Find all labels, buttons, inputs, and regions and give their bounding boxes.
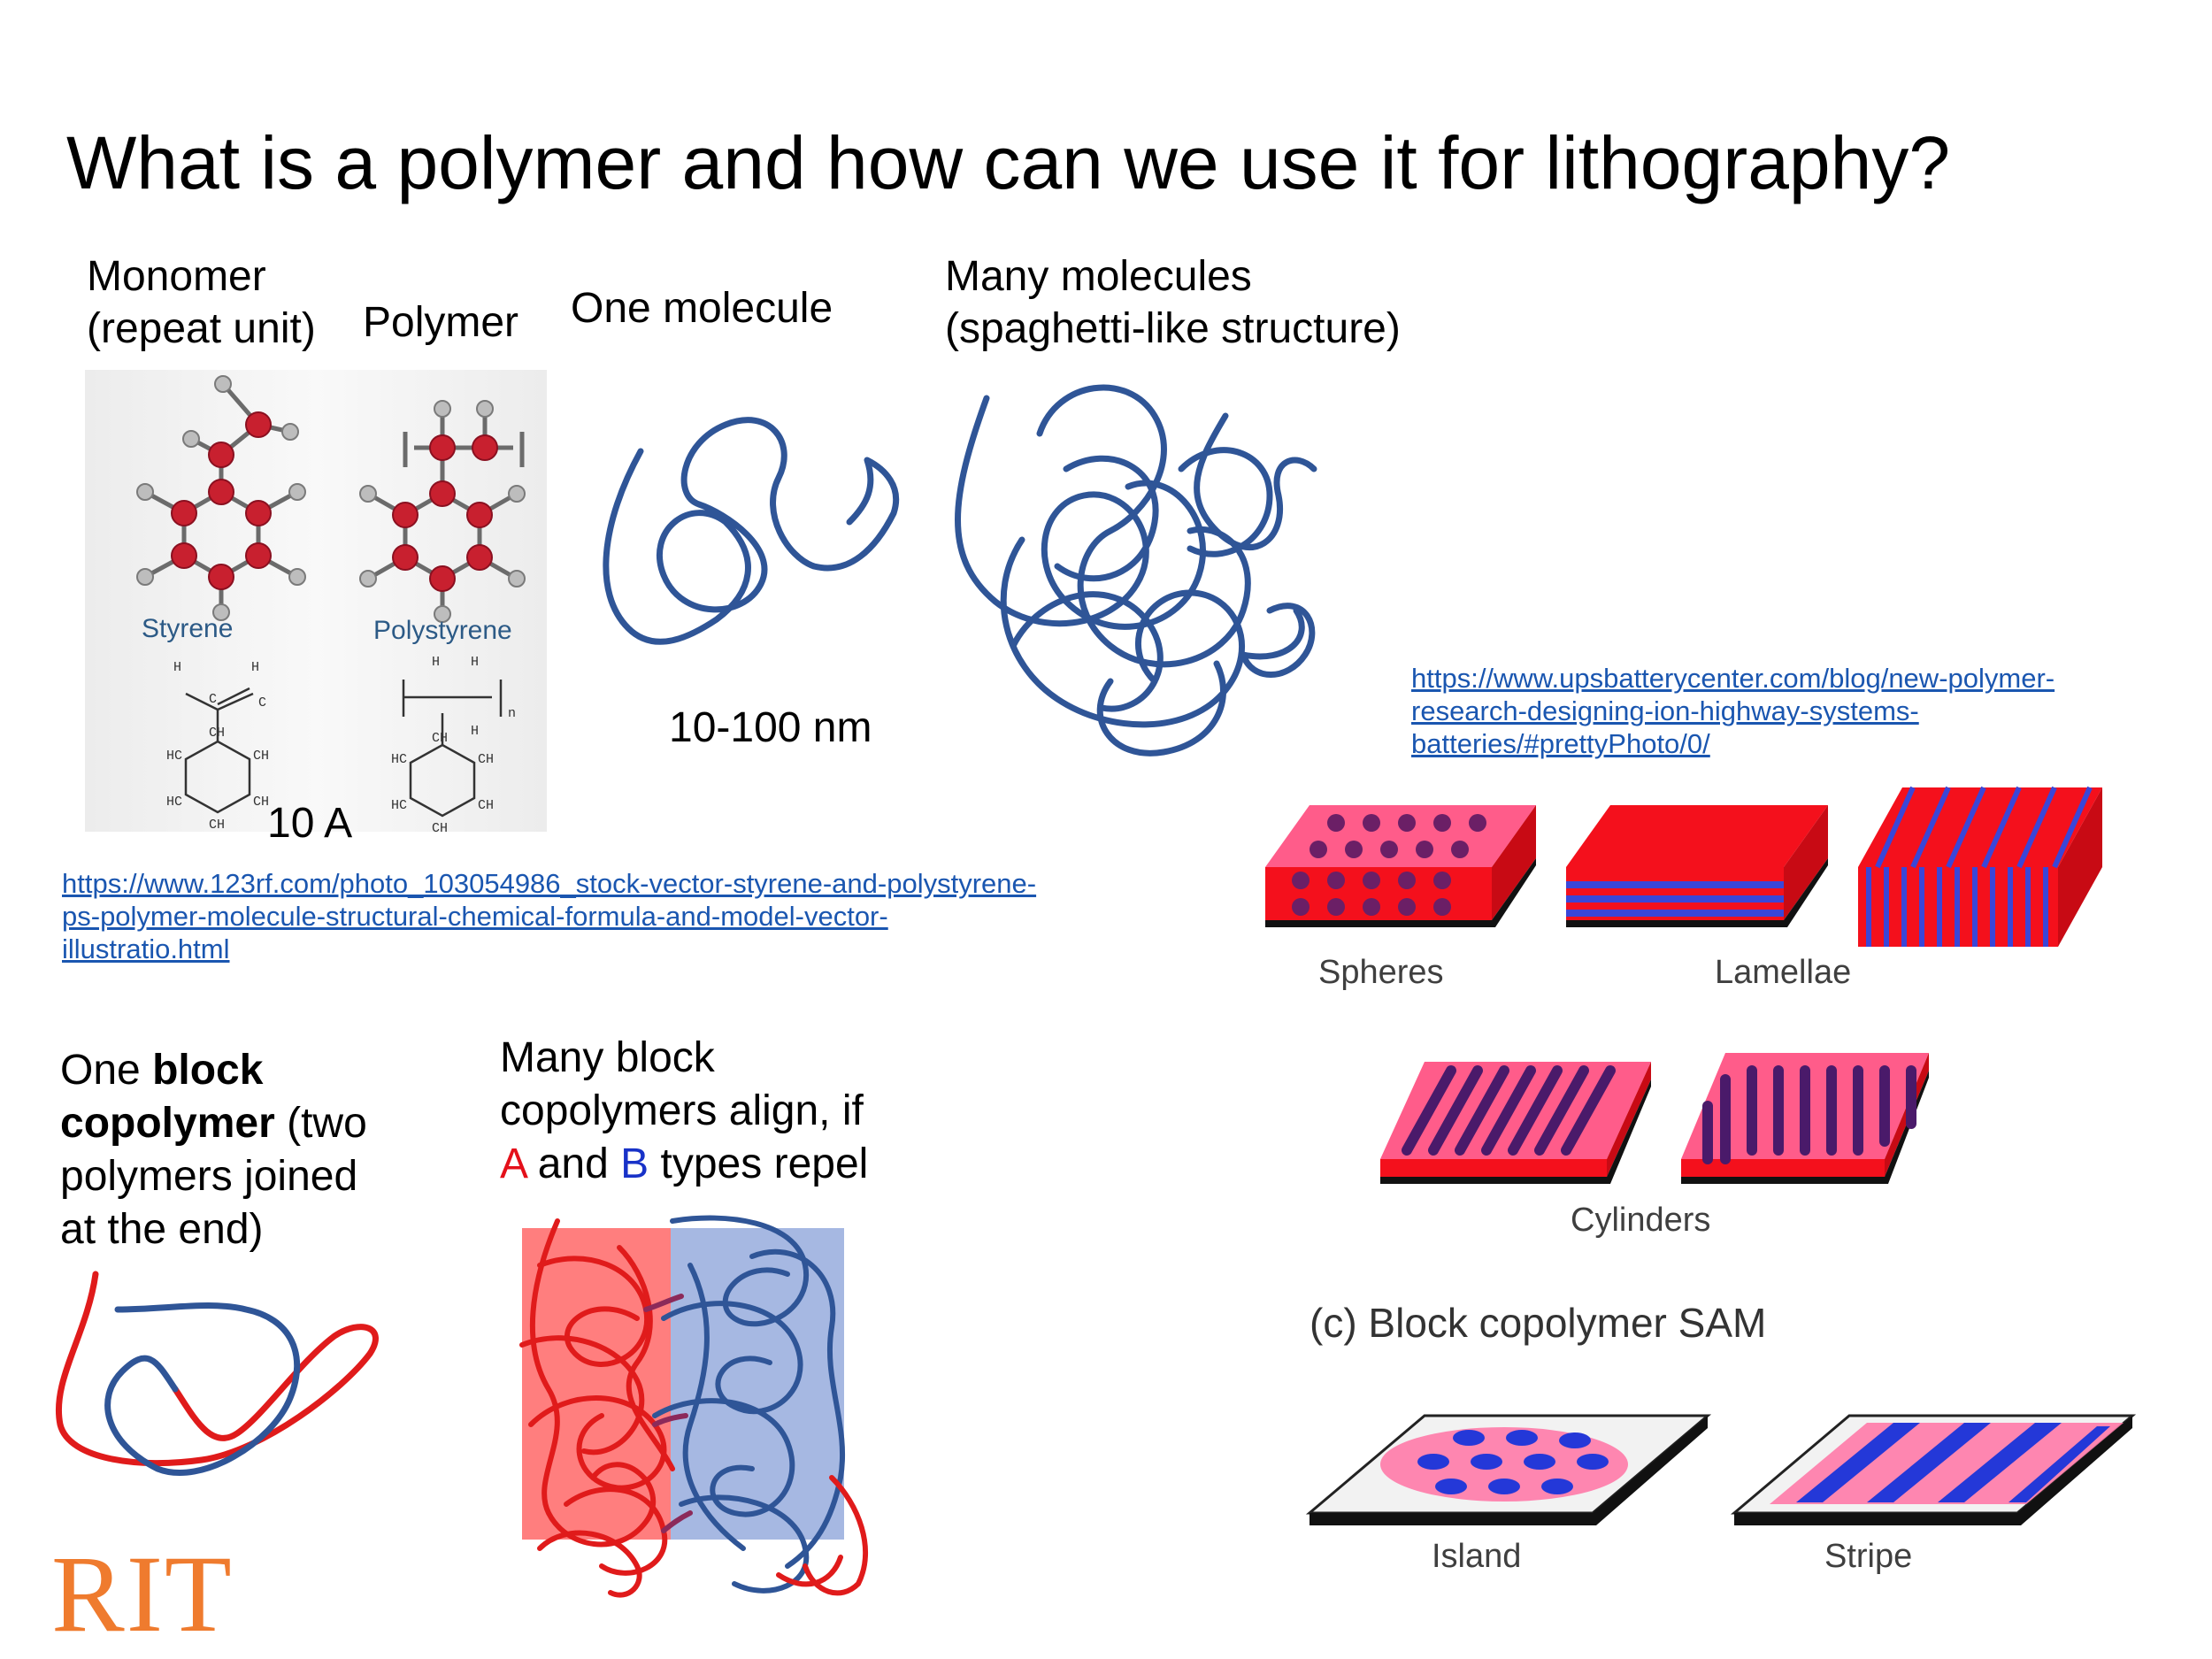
block-line3: polymers joined <box>60 1153 358 1200</box>
svg-text:HC: HC <box>391 752 407 767</box>
svg-text:CH: CH <box>253 749 269 764</box>
rit-logo: RIT <box>51 1533 234 1655</box>
link-123rf[interactable]: https://www.123rf.com/photo_103054986_st… <box>62 867 1036 966</box>
scale-10-100nm-label: 10-100 nm <box>669 704 872 751</box>
block-one-word: One <box>60 1047 141 1094</box>
type-a-label: A <box>500 1141 526 1187</box>
polystyrene-label: Polystyrene <box>373 616 512 645</box>
island-sam <box>1305 1414 1712 1525</box>
svg-text:H: H <box>471 724 479 739</box>
vertical-cylinders-block <box>1681 1053 1929 1184</box>
one-molecule-heading: One molecule <box>571 285 833 332</box>
link-123rf-line1[interactable]: https://www.123rf.com/photo_103054986_st… <box>62 868 1037 899</box>
and-word: and <box>537 1141 609 1187</box>
monomer-heading-line1: Monomer <box>87 253 266 300</box>
lamellae-block <box>1566 805 1828 927</box>
many-block-line2: copolymers align, if <box>500 1087 864 1134</box>
block-line4: at the end) <box>60 1206 264 1253</box>
monomer-heading-line2: (repeat unit) <box>87 304 316 352</box>
styrene-label: Styrene <box>142 614 234 643</box>
many-block-line1: Many block <box>500 1034 715 1081</box>
lamellae-caption: Lamellae <box>1715 954 1852 991</box>
link-ups-line3[interactable]: batteries/#prettyPhoto/0/ <box>1411 728 1710 760</box>
type-b-label: B <box>620 1141 649 1187</box>
link-upsbatterycenter[interactable]: https://www.upsbatterycenter.com/blog/ne… <box>1411 662 2055 761</box>
cylinders-caption: Cylinders <box>1571 1202 1711 1239</box>
one-block-copolymer-text: One block copolymer (two polymers joined… <box>60 1044 367 1256</box>
spheres-block <box>1265 805 1536 927</box>
link-ups-line1[interactable]: https://www.upsbatterycenter.com/blog/ne… <box>1411 663 2055 694</box>
sam-caption: (c) Block copolymer SAM <box>1310 1300 1767 1346</box>
svg-text:CH: CH <box>209 818 225 833</box>
svg-text:HC: HC <box>166 795 182 810</box>
svg-text:n: n <box>508 706 516 721</box>
aligned-block-copolymers-drawing <box>519 1215 868 1598</box>
vertical-lamellae-block <box>1858 786 2102 947</box>
svg-text:CH: CH <box>432 821 448 836</box>
many-block-copolymers-text: Many block copolymers align, if A and B … <box>500 1032 868 1191</box>
monomer-heading: Monomer (repeat unit) <box>87 251 316 355</box>
svg-text:C: C <box>258 695 266 710</box>
single-polymer-chain-drawing <box>603 417 900 645</box>
svg-text:H: H <box>432 655 440 670</box>
many-molecules-line1: Many molecules <box>945 253 1252 300</box>
svg-text:HC: HC <box>391 798 407 813</box>
svg-text:H: H <box>471 655 479 670</box>
phase-blocks-drawing <box>1265 786 2137 1525</box>
block-two-word: (two <box>287 1100 367 1147</box>
stripe-sam <box>1730 1414 2137 1525</box>
svg-text:H: H <box>251 660 259 675</box>
svg-text:CH: CH <box>478 798 494 813</box>
block-copolymer-chain-drawing <box>56 1271 379 1476</box>
island-caption: Island <box>1432 1538 1522 1575</box>
stripe-caption: Stripe <box>1824 1538 1913 1575</box>
link-ups-line2[interactable]: research-designing-ion-highway-systems- <box>1411 695 1919 727</box>
slide-title: What is a polymer and how can we use it … <box>66 121 1951 204</box>
svg-text:HC: HC <box>166 749 182 764</box>
phase-morphology-figure: Spheres Lamellae Cylinders (c) Block cop… <box>1248 779 2147 1601</box>
svg-text:C: C <box>209 692 217 707</box>
horizontal-cylinders-block <box>1380 1062 1651 1184</box>
scale-10a-label: 10 A <box>267 800 353 847</box>
block-word: block <box>152 1047 264 1094</box>
types-repel-word: types repel <box>660 1141 869 1187</box>
link-123rf-line3[interactable]: illustratio.html <box>62 933 230 965</box>
polymer-tangle-drawing <box>955 384 1317 757</box>
many-molecules-line2: (spaghetti-like structure) <box>945 304 1401 352</box>
svg-text:CH: CH <box>253 795 269 810</box>
many-molecules-heading: Many molecules (spaghetti-like structure… <box>945 251 1401 355</box>
copolymer-word: copolymer <box>60 1100 275 1147</box>
svg-text:H: H <box>173 660 181 675</box>
link-123rf-line2[interactable]: ps-polymer-molecule-structural-chemical-… <box>62 901 888 933</box>
svg-text:CH: CH <box>209 726 225 741</box>
svg-text:CH: CH <box>478 752 494 767</box>
spheres-caption: Spheres <box>1318 954 1444 991</box>
svg-text:CH: CH <box>432 731 448 746</box>
polymer-heading: Polymer <box>363 299 519 346</box>
